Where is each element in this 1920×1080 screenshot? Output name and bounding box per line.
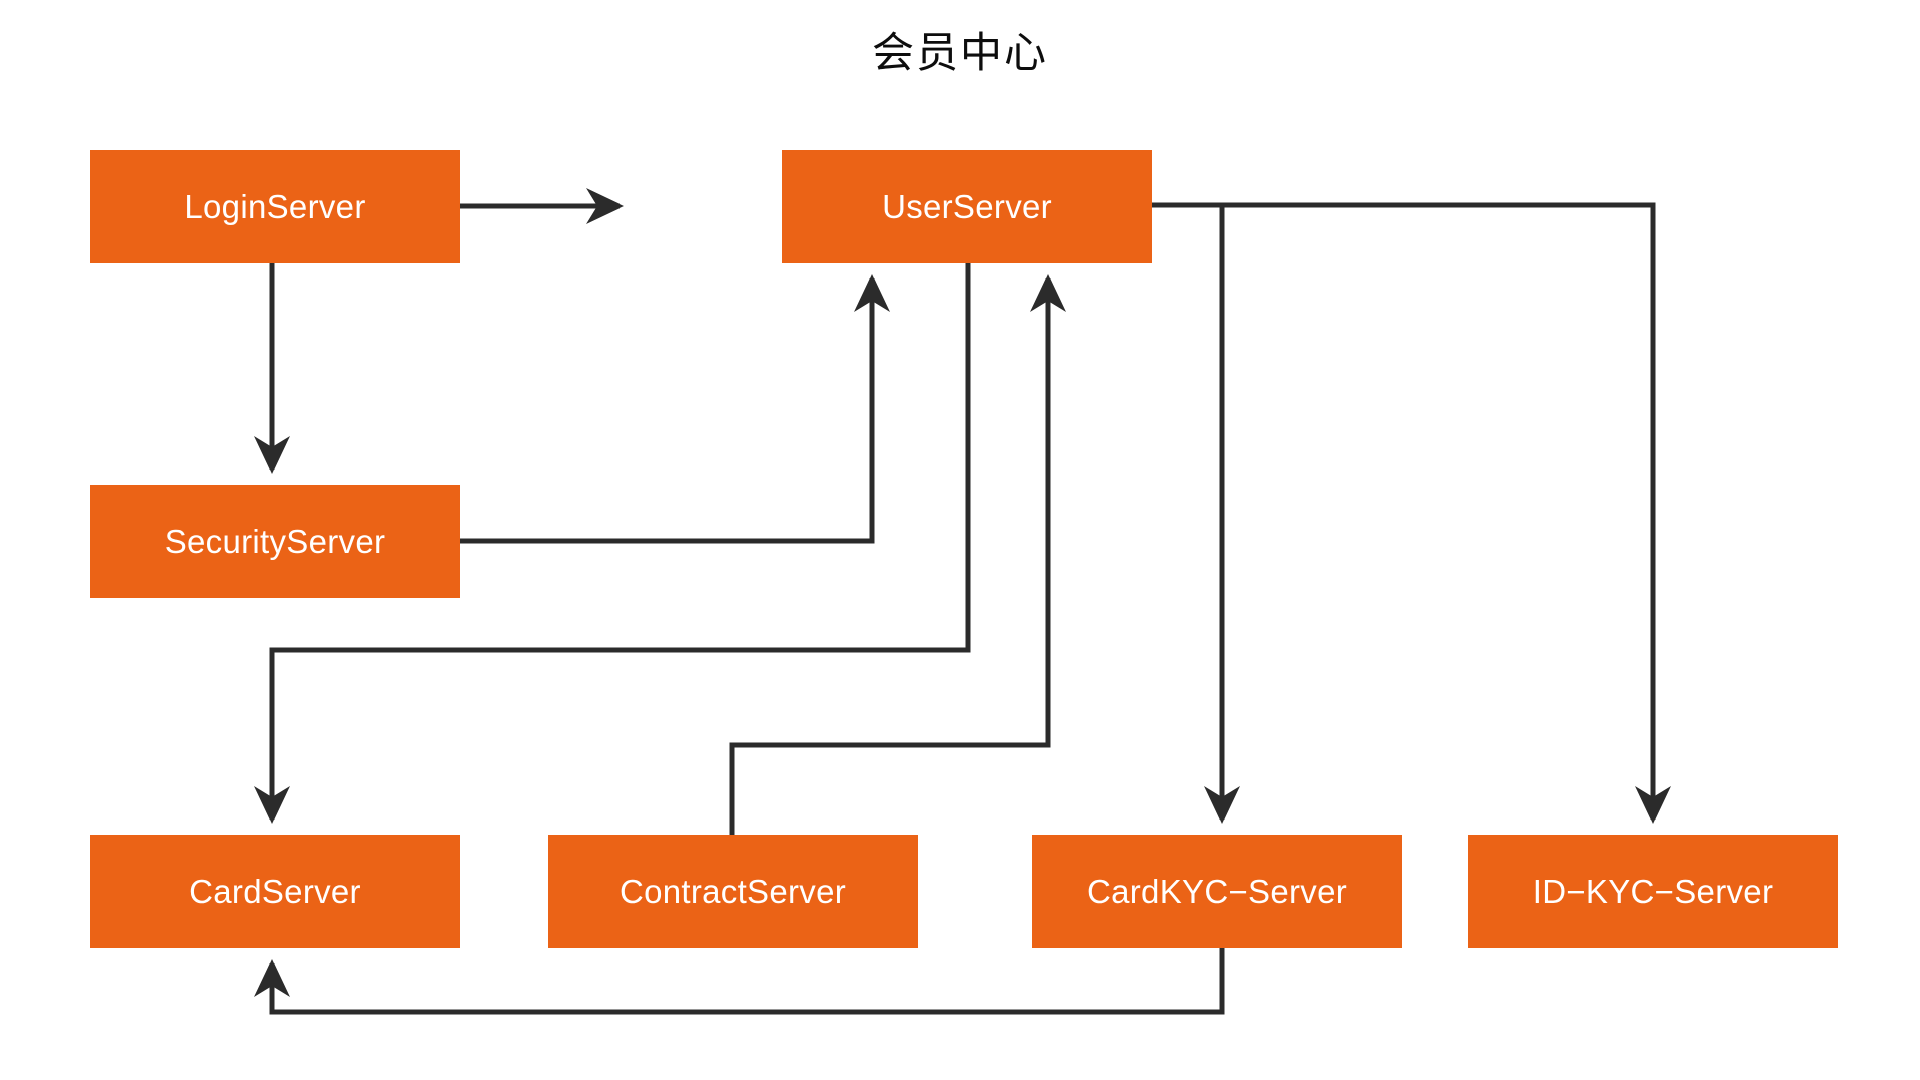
edge-security-to-user — [460, 273, 890, 544]
node-label: ContractServer — [619, 872, 847, 910]
node-cardkyc[interactable]: CardKYC−Server — [1032, 835, 1402, 948]
edge-contract-to-user — [729, 273, 1066, 835]
node-label: CardKYC−Server — [1086, 872, 1348, 910]
node-label: ID−KYC−Server — [1532, 872, 1774, 910]
node-label: LoginServer — [184, 187, 366, 225]
node-security[interactable]: SecurityServer — [90, 485, 460, 598]
edge-user-to-cardkyc — [1152, 202, 1240, 825]
node-login[interactable]: LoginServer — [90, 150, 460, 263]
node-label: SecurityServer — [164, 522, 386, 560]
edges-group — [254, 188, 1671, 1015]
node-label: CardServer — [189, 872, 361, 910]
page-title: 会员中心 — [871, 29, 1048, 76]
edge-cardkyc-to-card — [254, 948, 1225, 1015]
node-idkyc[interactable]: ID−KYC−Server — [1468, 835, 1838, 948]
edge-user-to-idkyc — [1152, 202, 1671, 825]
node-user[interactable]: UserServer — [782, 150, 1152, 263]
node-card[interactable]: CardServer — [90, 835, 460, 948]
node-label: UserServer — [882, 187, 1052, 225]
node-contract[interactable]: ContractServer — [548, 835, 918, 948]
